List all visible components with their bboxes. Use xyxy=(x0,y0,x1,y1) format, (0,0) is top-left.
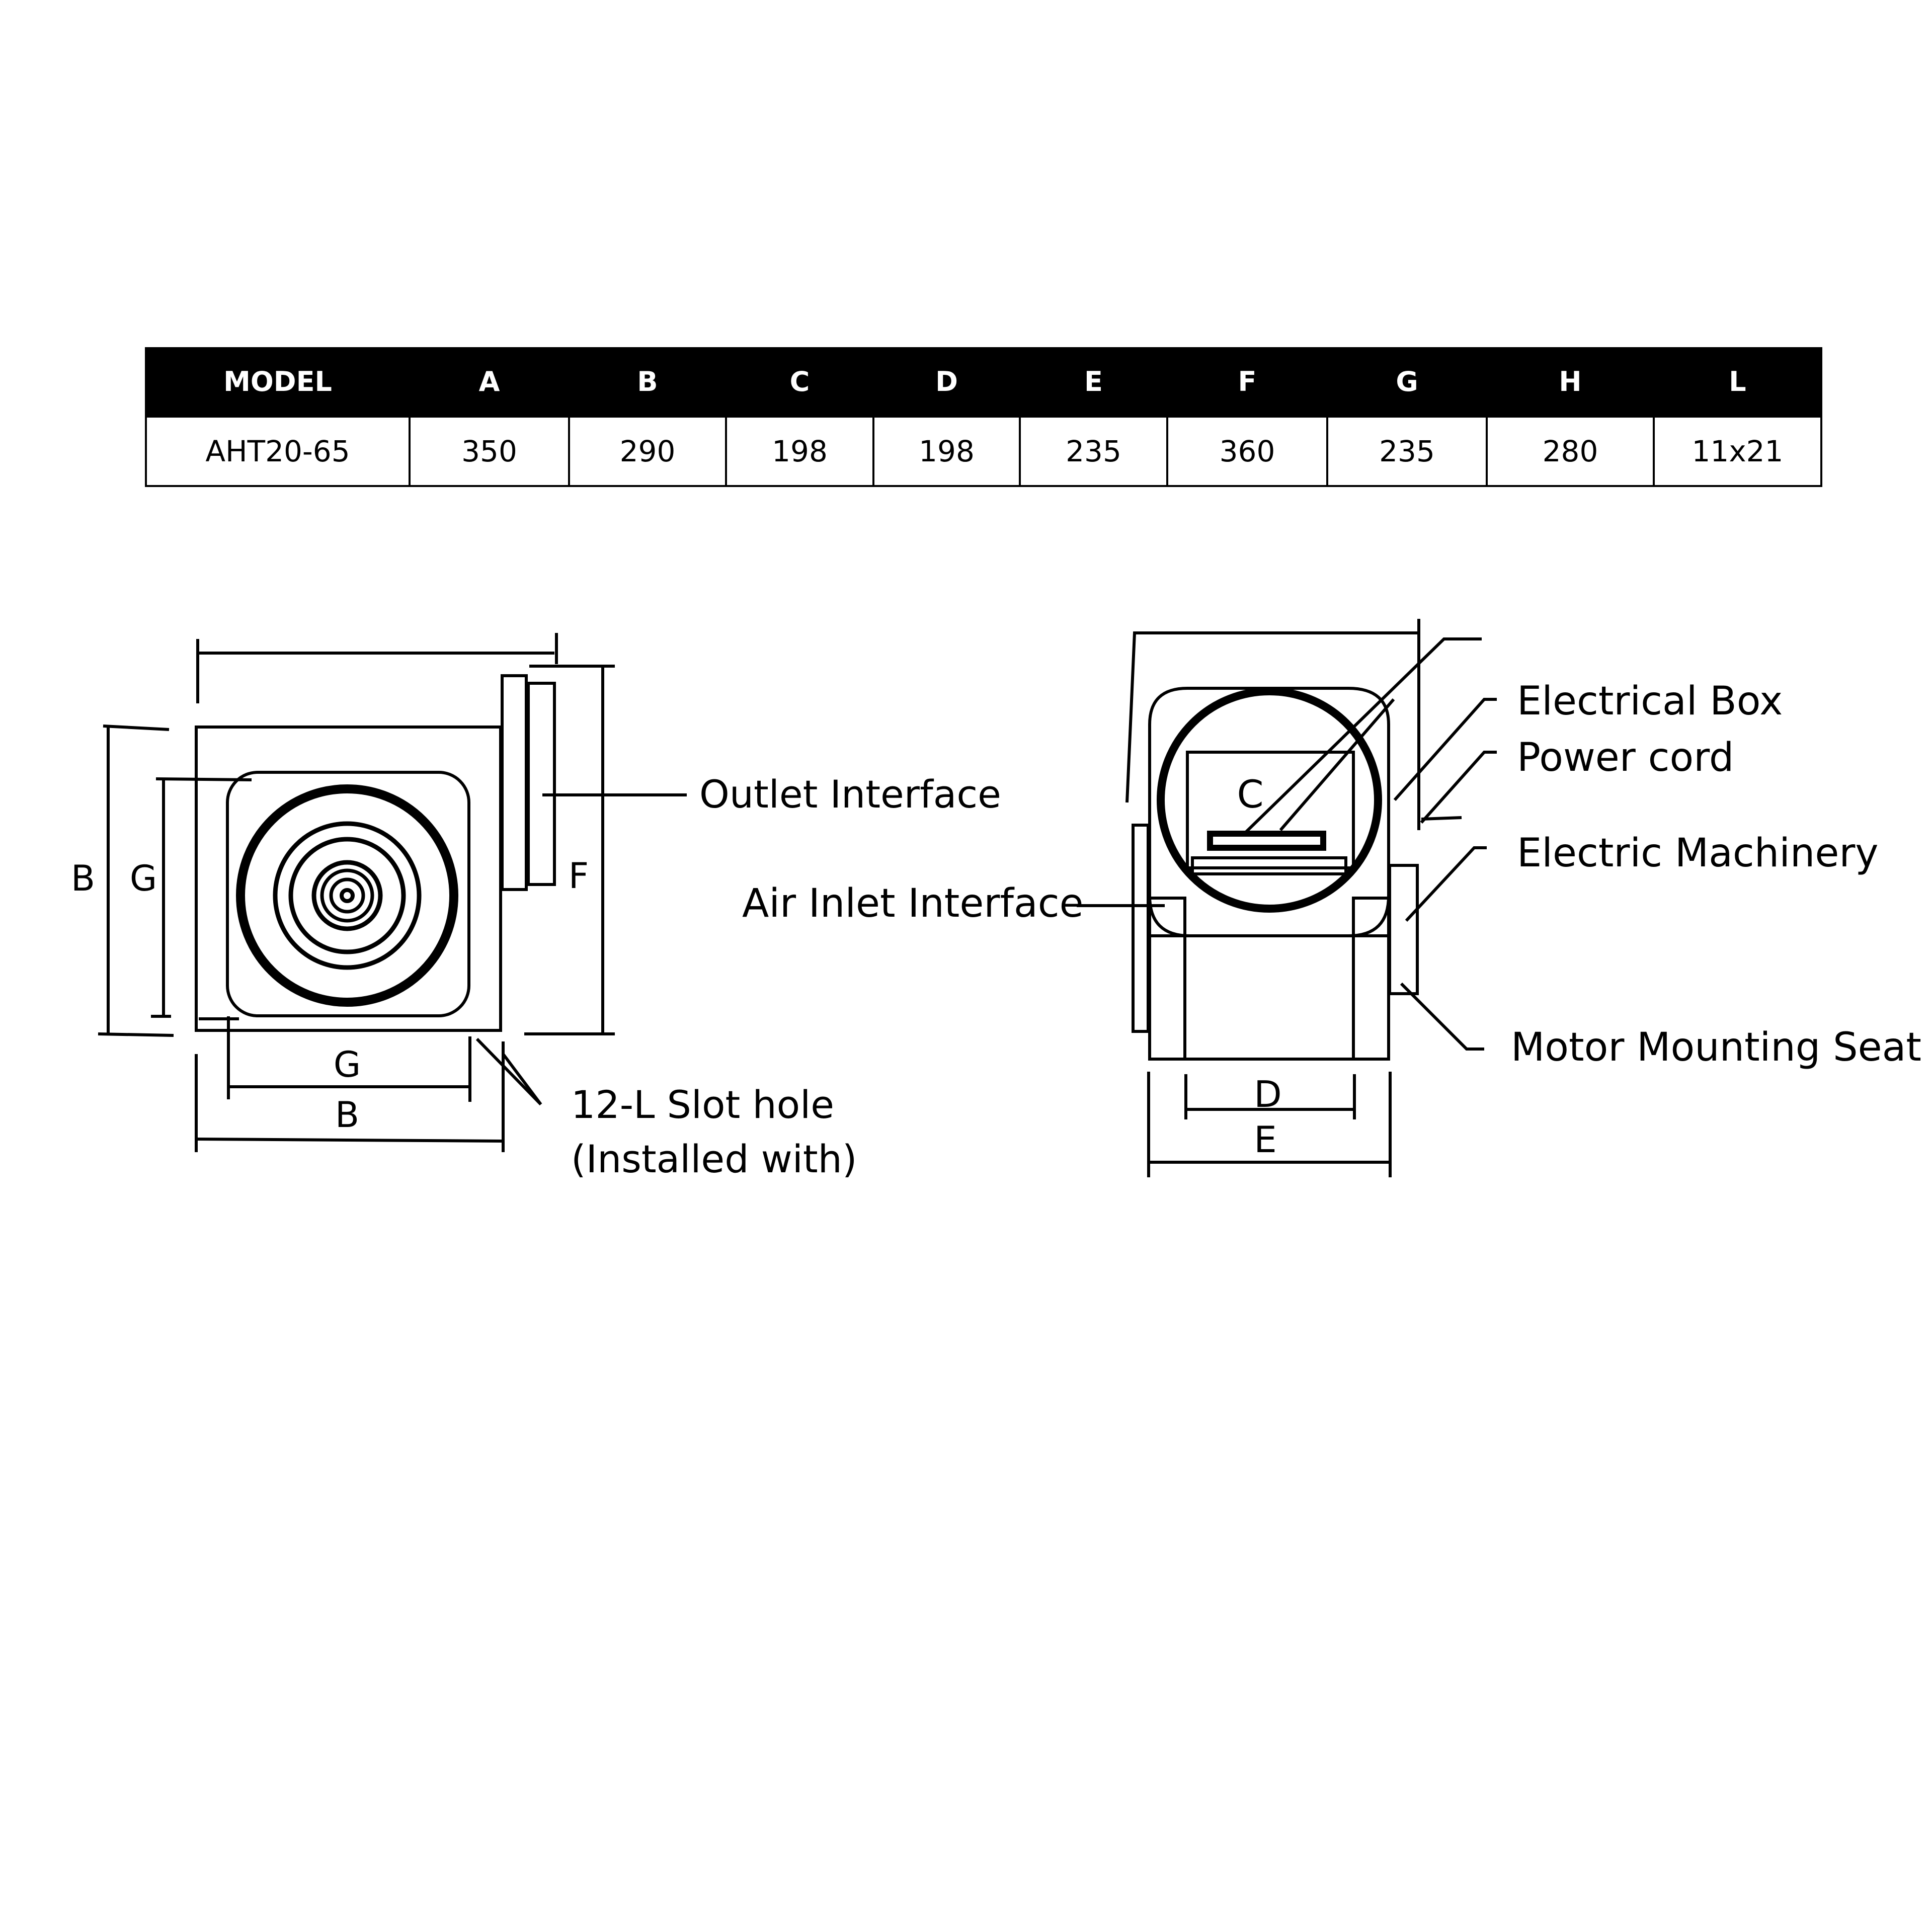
motor-window xyxy=(1186,751,1355,869)
header-c: C xyxy=(725,347,874,417)
header-e: E xyxy=(1019,347,1168,417)
cell-a: 350 xyxy=(409,416,570,487)
cell-c: 198 xyxy=(725,416,874,487)
header-f: F xyxy=(1166,347,1328,417)
cell-h: 280 xyxy=(1486,416,1655,487)
electrical-box-shape xyxy=(1207,831,1326,851)
dim-g-left-label: G xyxy=(130,858,157,899)
dim-g-bottom-label: G xyxy=(334,1044,361,1085)
side-view xyxy=(1077,619,1497,1177)
header-g: G xyxy=(1326,347,1488,417)
inlet-ring-5 xyxy=(320,868,374,923)
dim-c-label: C xyxy=(1237,772,1263,817)
scroll-housing xyxy=(1148,687,1390,937)
inlet-plate xyxy=(226,771,470,1017)
power-cord-label: Power cord xyxy=(1517,735,1734,780)
shaft-hub xyxy=(340,888,355,903)
dim-f-label: F xyxy=(569,855,589,897)
dim-d-label: D xyxy=(1254,1073,1281,1115)
inlet-ring-4 xyxy=(311,860,383,931)
dim-b-left-label: B xyxy=(71,858,95,899)
leader-c-1 xyxy=(1244,637,1482,834)
electrical-box-label: Electrical Box xyxy=(1517,679,1783,724)
cell-f: 360 xyxy=(1166,416,1328,487)
inlet-ring-2 xyxy=(273,821,422,970)
motor-seat-leader xyxy=(1400,982,1484,1051)
spec-table-row: AHT20-65 350 290 198 198 235 360 235 280… xyxy=(145,416,1822,487)
slot-hole-leader xyxy=(475,1037,542,1106)
motor-mounting-seat-label: Motor Mounting Seat xyxy=(1511,1025,1921,1070)
leader-c-2 xyxy=(1279,698,1395,831)
cell-b: 290 xyxy=(568,416,727,487)
air-inlet-interface-label: Air Inlet Interface xyxy=(742,881,1084,926)
motor-body xyxy=(1388,864,1419,995)
power-cord-leader xyxy=(1420,751,1497,824)
outlet-duct xyxy=(527,682,556,886)
header-model: MODEL xyxy=(145,347,411,417)
slot-hole-label-line1: 12-L Slot hole xyxy=(571,1082,834,1127)
inlet-ring-3 xyxy=(288,837,406,954)
spec-table: MODEL A B C D E F G H L AHT20-65 350 290… xyxy=(145,347,1822,487)
electric-machinery-label: Electric Machinery xyxy=(1517,831,1879,876)
outlet-flange xyxy=(501,674,528,891)
cell-d: 198 xyxy=(872,416,1021,487)
outlet-interface-label: Outlet Interface xyxy=(699,772,1001,817)
inlet-ring-outer xyxy=(236,784,458,1007)
spec-table-header-row: MODEL A B C D E F G H L xyxy=(145,347,1822,417)
cell-model: AHT20-65 xyxy=(145,416,411,487)
dim-e-label: E xyxy=(1254,1118,1277,1161)
electric-machinery-leader xyxy=(1405,846,1487,922)
front-view xyxy=(98,633,687,1152)
side-inlet-ring xyxy=(1157,687,1382,913)
dim-b-bottom-label: B xyxy=(335,1094,359,1136)
cell-g: 235 xyxy=(1326,416,1488,487)
header-b: B xyxy=(568,347,727,417)
header-l: L xyxy=(1653,347,1822,417)
cell-l: 11x21 xyxy=(1653,416,1822,487)
mounting-plate xyxy=(1191,856,1347,875)
header-d: D xyxy=(872,347,1021,417)
slot-hole-label-line2: (Installed with) xyxy=(571,1137,857,1181)
cell-e: 235 xyxy=(1019,416,1168,487)
air-inlet-flange xyxy=(1132,824,1150,1033)
inlet-ring-6 xyxy=(329,877,365,914)
electrical-box-leader xyxy=(1393,698,1497,801)
header-a: A xyxy=(409,347,570,417)
header-h: H xyxy=(1486,347,1655,417)
